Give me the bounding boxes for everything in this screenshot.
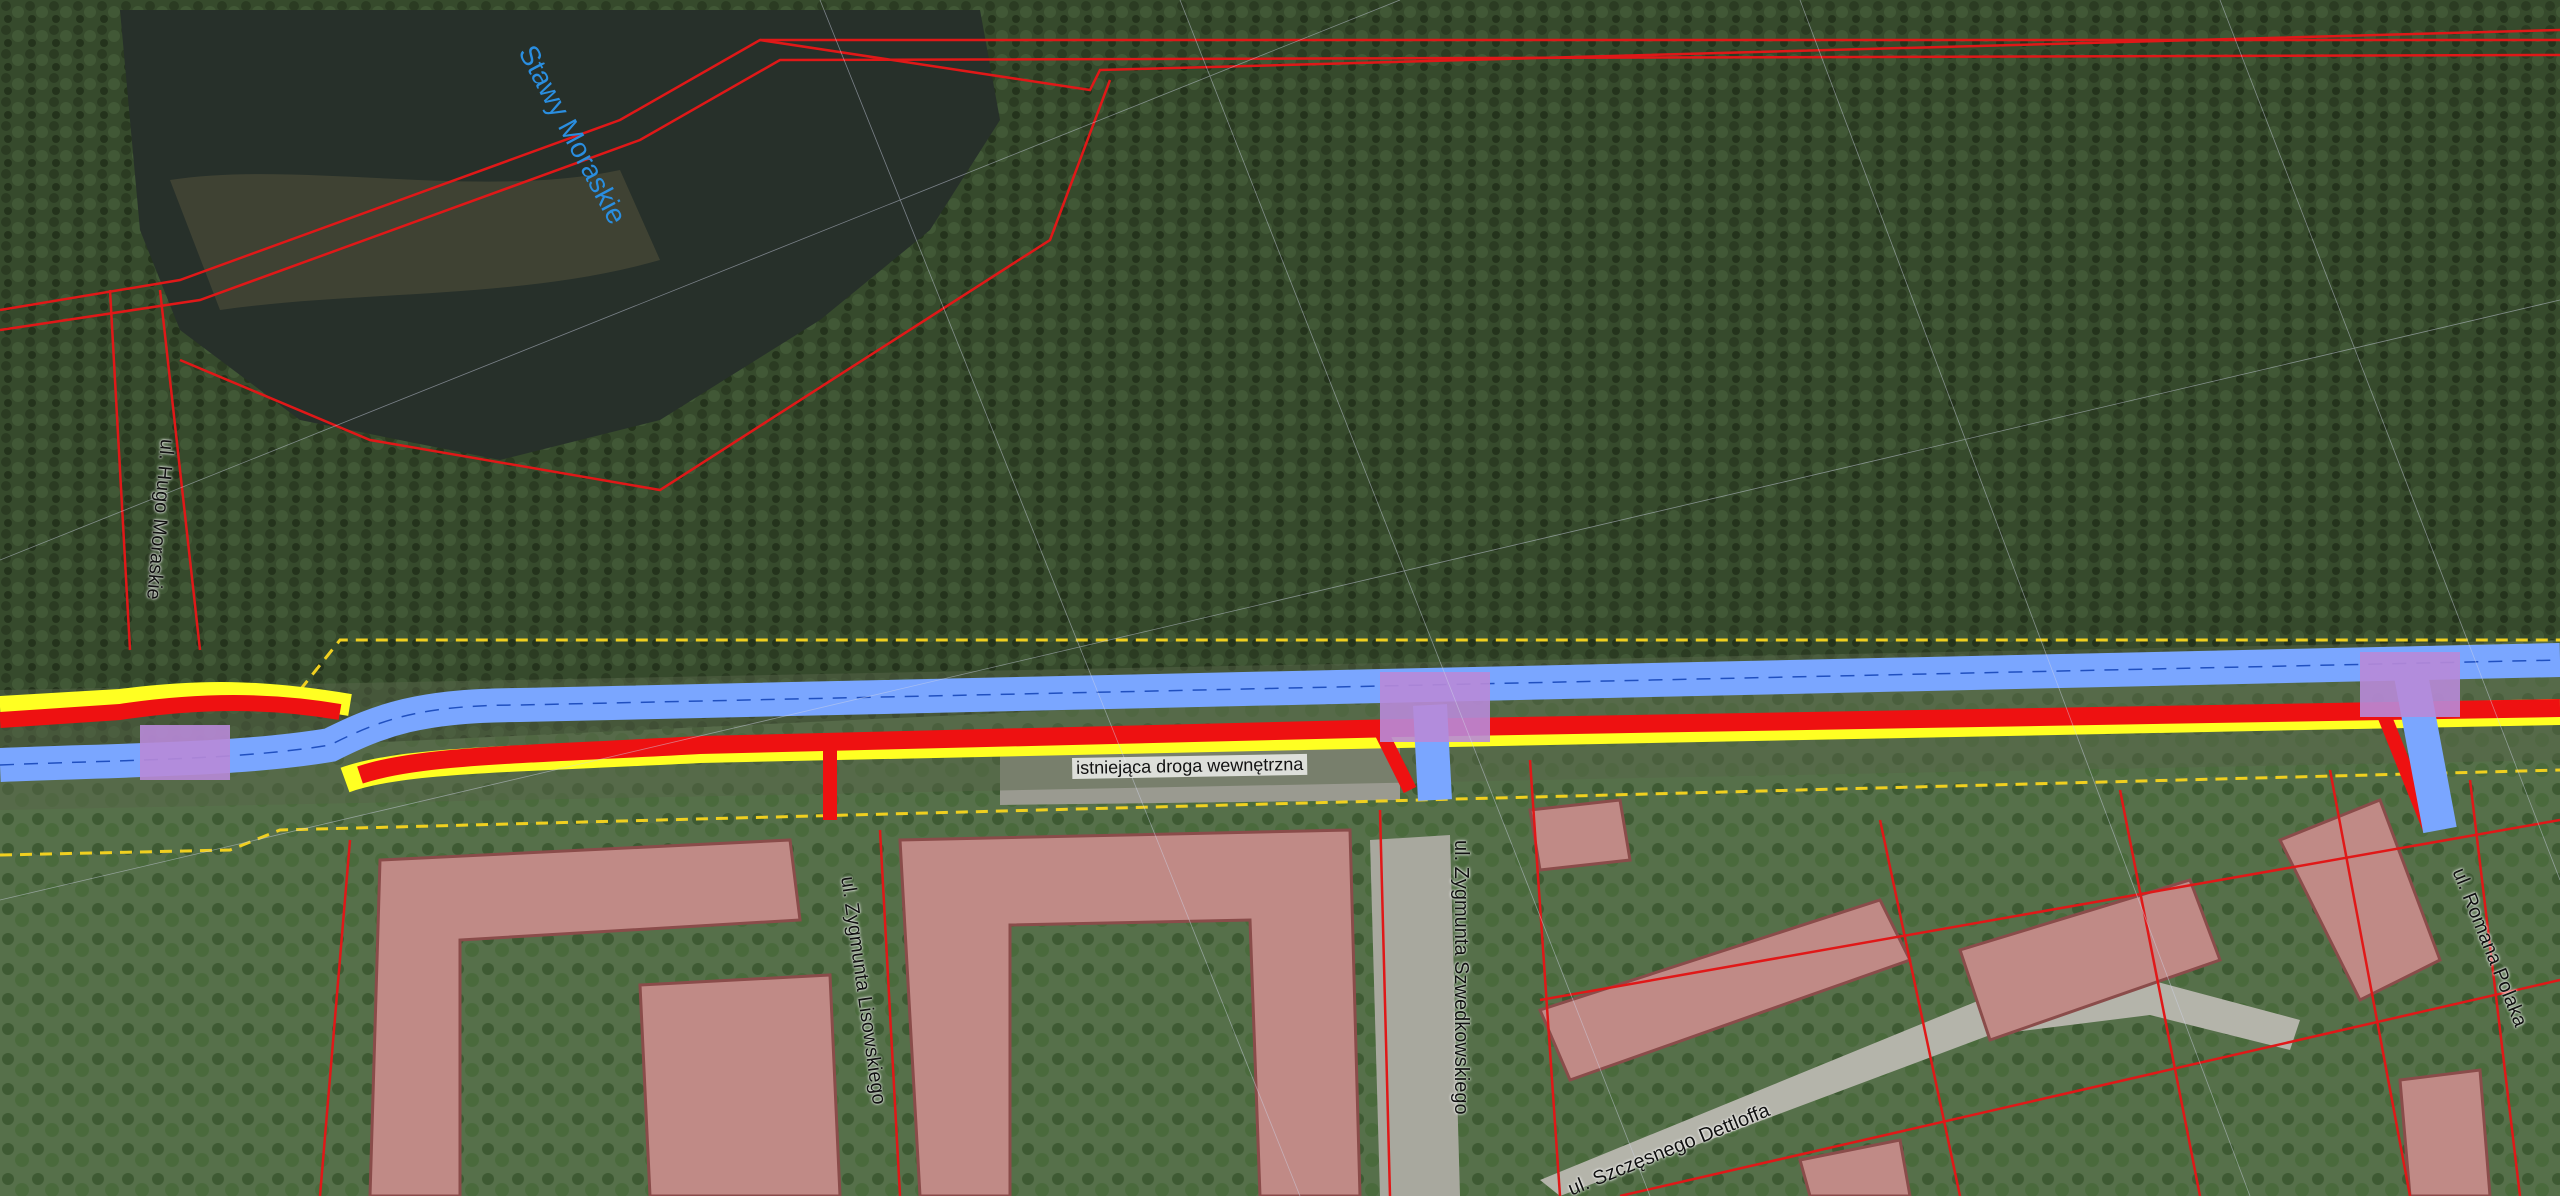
parking-area <box>1370 835 1460 1196</box>
crossings <box>140 652 2460 780</box>
lake-reeds <box>170 170 660 310</box>
road-dettloffa-surface <box>1540 980 2300 1196</box>
sidewalk-west <box>0 682 352 718</box>
bike-path-west <box>0 695 342 728</box>
bike-path-south <box>357 699 2560 784</box>
roadway-centerline <box>0 659 2560 766</box>
parcel-lines <box>0 28 2560 1196</box>
buildings <box>368 798 2492 1196</box>
